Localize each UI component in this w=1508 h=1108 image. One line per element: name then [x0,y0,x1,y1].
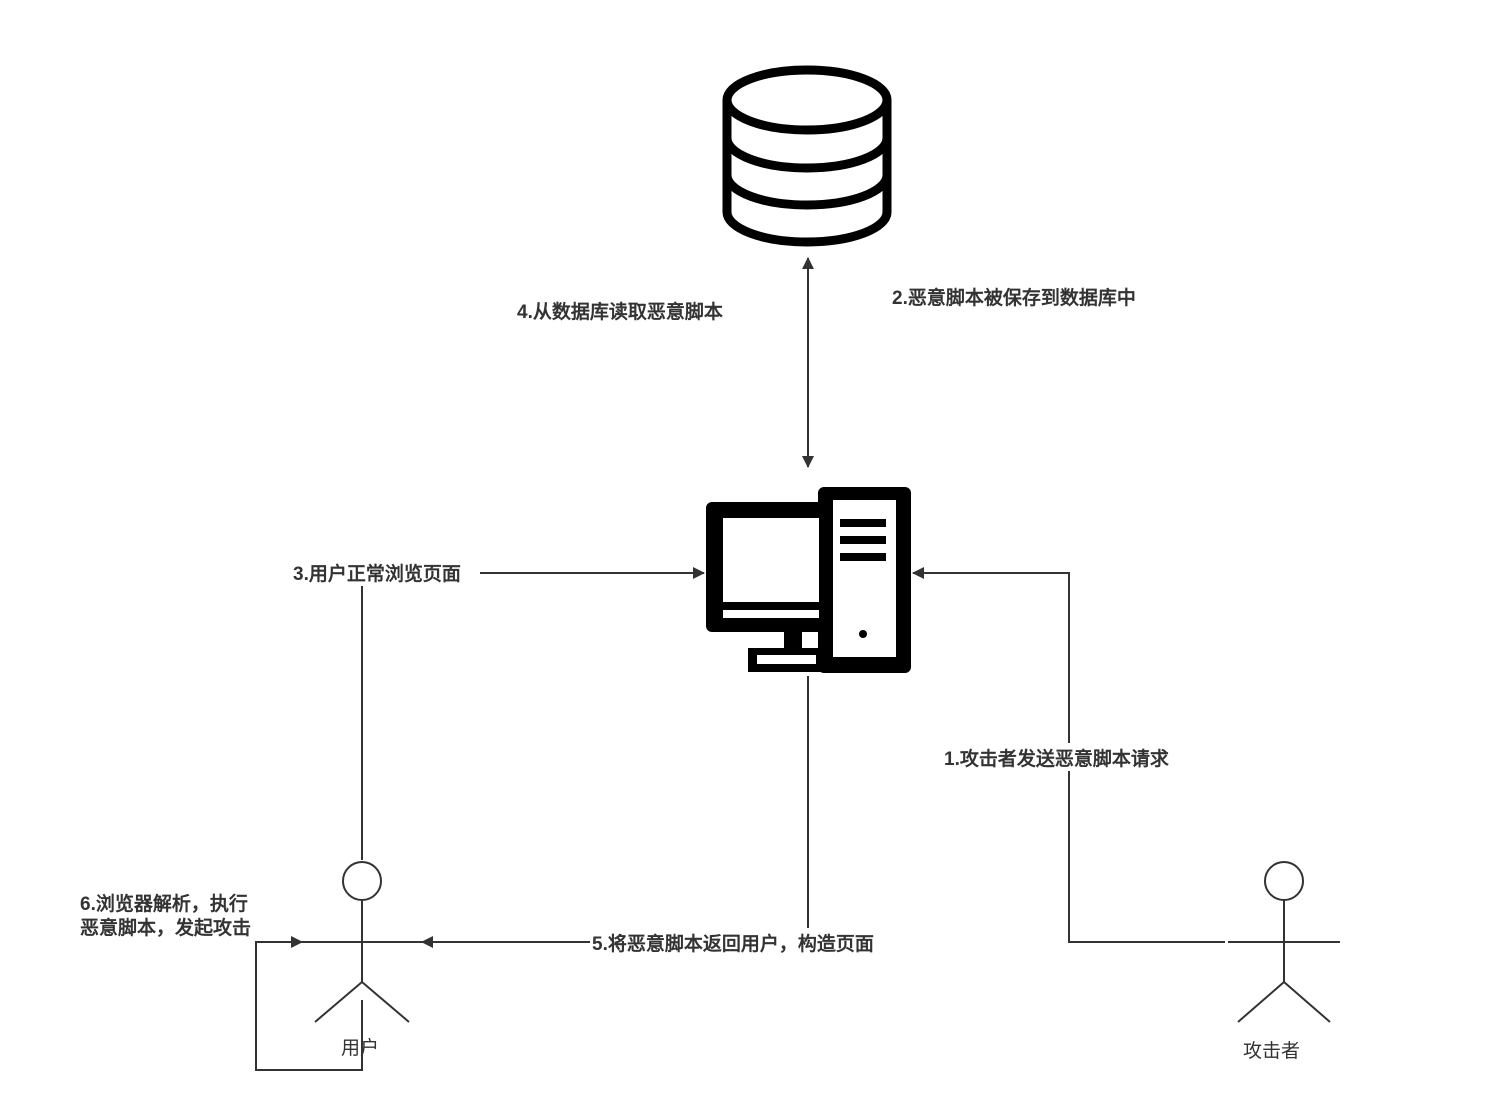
computer-server-icon [706,487,911,673]
attacker-actor-icon [1228,861,1340,1023]
step3-label: 3.用户正常浏览页面 [293,562,461,585]
user-actor-icon [302,861,422,1023]
server-to-user-arrow [421,676,809,948]
database-icon [722,65,892,247]
step2-label: 2.恶意脚本被保存到数据库中 [892,286,1136,309]
step5-label: 5.将恶意脚本返回用户，构造页面 [592,932,874,955]
user-name: 用户 [341,1037,379,1059]
step6-label-line2: 恶意脚本，发起攻击 [80,916,251,939]
step6-label-line1: 6.浏览器解析，执行 [80,892,248,915]
browser-loop-arrow [255,936,363,1071]
step4-label: 4.从数据库读取恶意脚本 [517,300,723,323]
step1-label: 1.攻击者发送恶意脚本请求 [944,747,1170,770]
attacker-name: 攻击者 [1243,1040,1300,1062]
user-to-server-arrow [361,567,705,860]
